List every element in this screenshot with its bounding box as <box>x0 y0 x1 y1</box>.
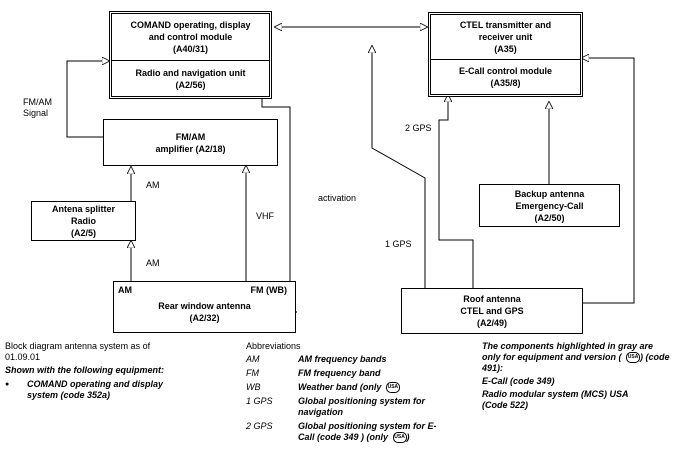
equipment-line-1: COMAND operating and display <box>27 379 164 389</box>
abbreviations-heading: Abbreviations <box>246 341 301 351</box>
equipment-text: COMAND operating and display system (cod… <box>27 379 163 401</box>
abbreviation-definition: Weather band (only <box>298 382 382 392</box>
fm-am-signal-line <box>66 61 109 138</box>
ctel-unit: CTEL transmitter and receiver unit (A35) <box>431 15 580 60</box>
rear-fm-label: FM (WB) <box>250 285 287 295</box>
note-line-4: E-Call (code 349) <box>482 376 555 387</box>
radio-title: Radio and navigation unit <box>135 67 246 78</box>
abbreviation-definition: Global positioning system for E-Call (co… <box>298 421 437 443</box>
fm-am-signal-label: FM/AM Signal <box>23 97 52 119</box>
roof-title: Roof antenna <box>463 294 521 304</box>
abbreviation-row: 2 GPS Global positioning system for E-Ca… <box>246 421 466 444</box>
one-gps-line <box>372 46 426 288</box>
comand-code: (A40/31) <box>172 44 208 54</box>
antenna-block-diagram: COMAND operating, display and control mo… <box>23 0 635 338</box>
abbreviation-definition: AM frequency bands <box>298 354 387 364</box>
abbreviation-term: 1 GPS <box>246 396 273 407</box>
abbreviation-definition-wrap: Weather band (only USA <box>298 382 438 394</box>
footer-title-2: 01.09.01 <box>5 352 41 362</box>
note-line-2-wrap: only for equipment and version ( USA) (c… <box>482 352 690 364</box>
comand-module-group: COMAND operating, display and control mo… <box>109 11 272 99</box>
ctel-code: (A35) <box>494 44 517 54</box>
am-upper-label: AM <box>146 180 160 190</box>
fm-am-signal-text: FM/AM <box>23 97 52 107</box>
ctel-title-2: receiver unit <box>478 32 533 42</box>
two-gps-label: 2 GPS <box>405 123 432 133</box>
vhf-label: VHF <box>256 211 274 221</box>
fm-am-signal-text-2: Signal <box>23 108 49 118</box>
note-line-2: only for equipment and version ( <box>482 352 622 362</box>
radio-code: (A2/56) <box>175 79 206 90</box>
bullet-icon: ● <box>5 381 10 388</box>
abbreviation-term: WB <box>246 382 261 392</box>
note-line-5: Radio modular system (MCS) USA <box>482 389 629 400</box>
one-gps-label: 1 GPS <box>385 239 412 249</box>
note-line-2b: ) (code <box>640 352 670 362</box>
comand-title-2: and control module <box>148 32 233 42</box>
usa-badge-icon: USA <box>392 432 407 444</box>
equipment-line-2: system (code 352a) <box>27 390 111 400</box>
fm-am-amplifier: FM/AM amplifier (A2/18) <box>103 119 278 166</box>
rear-am-label: AM <box>118 285 132 295</box>
ecall-code: (A35/8) <box>490 78 521 88</box>
abbreviation-row: 1 GPS Global positioning system for navi… <box>246 396 466 418</box>
footer-title-1: Block diagram antenna system as of <box>5 341 151 351</box>
note-line-3: 491): <box>482 363 504 374</box>
splitter-title: Antena splitter <box>51 204 115 214</box>
backup-antenna: Backup antenna Emergency-Call (A2/50) <box>479 184 620 227</box>
rear-code: (A2/32) <box>189 313 220 323</box>
note-line-6: (Code 522) <box>482 400 529 411</box>
comand-title: COMAND operating, display <box>130 20 251 30</box>
splitter-title-2: Radio <box>70 216 96 226</box>
amp-title-2: amplifier (A2/18) <box>155 143 226 154</box>
footer-description: Block diagram antenna system as of 01.09… <box>5 341 200 401</box>
rear-title: Rear window antenna <box>158 301 251 311</box>
footer-shown-with: Shown with the following equipment: <box>5 365 164 375</box>
rear-window-antenna: AM FM (WB) Rear window antenna (A2/32) <box>113 281 296 333</box>
usa-badge-icon: USA <box>626 352 641 364</box>
gray-components-note: The components highlighted in gray are o… <box>482 341 690 411</box>
activation-label: activation <box>318 193 357 203</box>
splitter-code: (A2/5) <box>70 228 96 238</box>
roof-antenna: Roof antenna CTEL and GPS (A2/49) <box>401 288 583 334</box>
backup-title: Backup antenna <box>514 188 585 199</box>
ecall-title: E-Call control module <box>458 66 552 76</box>
radio-navigation-unit: Radio and navigation unit (A2/56) <box>112 61 269 96</box>
equipment-item: ● COMAND operating and display system (c… <box>5 379 200 401</box>
roof-code: (A2/49) <box>476 318 507 328</box>
abbreviation-term: AM <box>246 354 260 364</box>
two-gps-line <box>438 95 474 288</box>
backup-title-2: Emergency-Call <box>515 200 584 211</box>
comand-module: COMAND operating, display and control mo… <box>112 14 269 61</box>
abbreviation-row: WB Weather band (only USA <box>246 382 466 394</box>
abbreviation-row: AM AM frequency bands <box>246 354 466 365</box>
roof-ecall-line <box>582 58 635 304</box>
abbreviation-definition-wrap: Global positioning system for E-Call (co… <box>298 421 437 444</box>
abbreviation-row: FM FM frequency band <box>246 368 466 379</box>
abbreviation-term: 2 GPS <box>246 421 273 432</box>
abbreviation-definition: Global positioning system for navigation <box>298 396 426 418</box>
abbreviations-block: Abbreviations AM AM frequency bands FM F… <box>246 341 466 444</box>
abbreviation-term: FM <box>246 368 259 378</box>
backup-code: (A2/50) <box>534 212 565 223</box>
roof-title-2: CTEL and GPS <box>460 306 524 316</box>
note-line-1: The components highlighted in gray are <box>482 341 654 351</box>
ecall-control-module: E-Call control module (A35/8) <box>431 60 580 94</box>
connection-lines <box>66 0 635 338</box>
ctel-module-group: CTEL transmitter and receiver unit (A35)… <box>428 12 583 97</box>
antenna-splitter: Antena splitter Radio (A2/5) <box>31 201 136 241</box>
abbreviation-definition: FM frequency band <box>298 368 381 378</box>
usa-badge-icon: USA <box>385 382 400 394</box>
ctel-title: CTEL transmitter and <box>459 20 552 30</box>
amp-title: FM/AM <box>175 131 206 142</box>
am-lower-label: AM <box>146 258 160 268</box>
